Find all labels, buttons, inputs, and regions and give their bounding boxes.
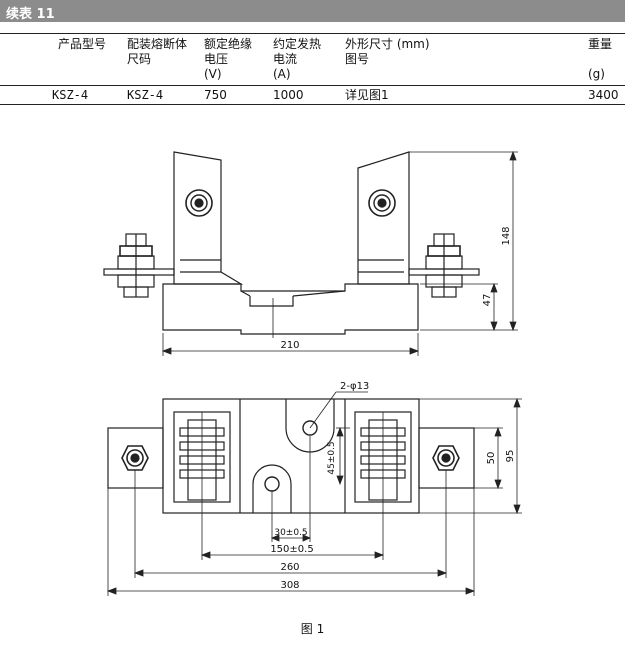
header-dimensions: 外形尺寸 (mm) 图号	[345, 37, 430, 66]
table-header-rule	[0, 85, 625, 86]
dim-30: 30±0.5	[274, 528, 307, 538]
header-model: 产品型号	[58, 37, 107, 51]
cell-model: KSZ-4	[52, 88, 89, 102]
dimension-labels: 210 148 47 2-φ13 45±0.5 30±0.5 150±0.5 2…	[270, 226, 516, 591]
dim-50: 50	[486, 452, 497, 465]
cell-fuse-size: KSZ-4	[127, 88, 164, 102]
plan-view	[107, 398, 475, 514]
dim-148: 148	[501, 226, 512, 245]
dim-210: 210	[280, 340, 299, 351]
dim-150: 150±0.5	[270, 544, 313, 555]
figure-caption: 图 1	[300, 622, 325, 636]
cell-weight: 3400	[588, 88, 619, 102]
dim-260: 260	[280, 562, 299, 573]
dim-holes: 2-φ13	[340, 381, 369, 392]
front-dimensions	[161, 150, 518, 356]
front-view	[103, 151, 480, 338]
dim-47: 47	[482, 294, 493, 307]
cell-figure: 详见图1	[345, 88, 389, 102]
header-fuse-size: 配装熔断体 尺码	[127, 37, 188, 66]
header-current: 约定发热 电流 (A)	[273, 37, 322, 81]
table-bottom-rule	[0, 104, 625, 105]
dim-45: 45±0.5	[327, 441, 337, 474]
cell-current: 1000	[273, 88, 304, 102]
header-voltage: 额定绝缘 电压 (V)	[204, 37, 253, 81]
table-title: 续表 11	[6, 7, 55, 22]
dim-308: 308	[280, 580, 299, 591]
dim-95: 95	[505, 450, 516, 463]
table-title-bar: 续表 11	[0, 0, 625, 22]
header-weight: 重量 (g)	[588, 37, 613, 81]
table-top-rule	[0, 33, 625, 34]
plan-dimensions	[106, 391, 522, 596]
cell-voltage: 750	[204, 88, 227, 102]
